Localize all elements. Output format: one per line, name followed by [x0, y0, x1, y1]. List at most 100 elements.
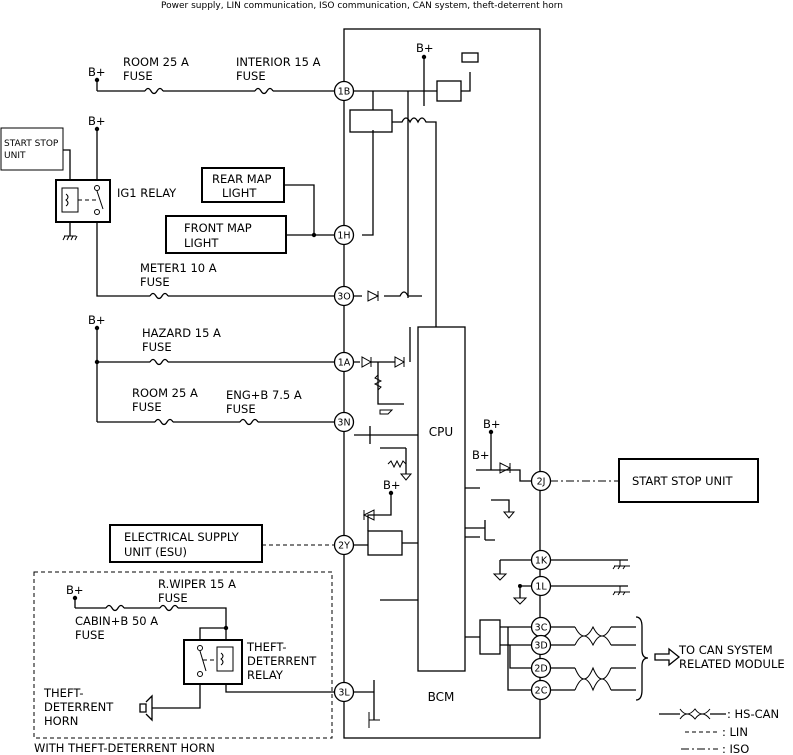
- esu-label1: ELECTRICAL SUPPLY: [124, 530, 240, 544]
- start-stop-left-label1: START STOP: [4, 139, 59, 149]
- svg-text:B+: B+: [88, 114, 106, 128]
- fuse-cabin-label: CABIN+B 50 A: [75, 614, 158, 628]
- esu-box: [109, 524, 263, 563]
- pin-2C-circle: [530, 679, 552, 701]
- pin-2Y-label: 2Y: [338, 541, 350, 552]
- theft-relay-coil: [216, 646, 234, 672]
- horn-icon: [139, 694, 153, 722]
- pin-2Y-circle: [333, 534, 355, 556]
- wire-3o: [96, 222, 334, 297]
- pin-2C-label: 2C: [535, 686, 548, 697]
- buzzer-icon: [461, 52, 479, 63]
- pin-1K-label: 1K: [535, 556, 548, 567]
- wire-ssu-ig1: [63, 149, 71, 180]
- theft-region: [33, 571, 333, 739]
- fuse-room25a-top: [144, 87, 164, 95]
- svg-text:B+: B+: [88, 313, 106, 327]
- legend-lin: : LIN: [722, 725, 748, 739]
- horn-label2: DETERRENT: [44, 700, 114, 714]
- ig1-relay-label: IG1 RELAY: [117, 186, 177, 200]
- horn-label1: THEFT-: [43, 686, 83, 700]
- front-map-label2: LIGHT: [184, 236, 219, 250]
- fuse-hazard: [149, 358, 169, 366]
- fuse-cabin-label2: FUSE: [75, 628, 105, 642]
- pin-1K-circle: [530, 549, 552, 571]
- legend: : HS-CAN : LIN : ISO: [659, 707, 779, 755]
- diagram-title: Power supply, LIN communication, ISO com…: [161, 1, 563, 11]
- pin-3O-circle: [333, 285, 355, 307]
- pin-2D-label: 2D: [534, 664, 547, 675]
- fuse-room25a-mid: [154, 418, 174, 426]
- pin-3D-circle: [530, 634, 552, 656]
- can-brace: [635, 616, 649, 701]
- rear-map-label1: REAR MAP: [212, 172, 272, 186]
- bplus-label: B+: [88, 65, 106, 79]
- wire-1h: [284, 184, 334, 236]
- start-stop-unit-right: [618, 458, 759, 503]
- pin-3N-circle: [333, 411, 355, 433]
- fuse-room25a-top-label2: FUSE: [123, 69, 153, 83]
- fuse-room25a-top-label: ROOM 25 A: [123, 55, 189, 69]
- can-target-label1: TO CAN SYSTEM: [678, 643, 773, 657]
- cpu-box: [417, 326, 466, 672]
- fuse-hazard-label: HAZARD 15 A: [142, 326, 221, 340]
- fuse-meter1: [149, 292, 169, 300]
- front-map-label1: FRONT MAP: [184, 221, 252, 235]
- diode-icon: [367, 290, 380, 302]
- pin-1B-label: 1B: [338, 87, 351, 98]
- wire-ground-pins: [499, 559, 628, 598]
- theft-relay-label3: RELAY: [247, 668, 284, 682]
- fuse-rwiper-label2: FUSE: [158, 591, 188, 605]
- svg-text:B+: B+: [383, 478, 401, 492]
- fuse-hazard-label2: FUSE: [142, 340, 172, 354]
- wire-can: [465, 626, 531, 691]
- start-stop-unit-left: [0, 127, 64, 171]
- pin-3N-label: 3N: [337, 418, 350, 429]
- svg-text:B+: B+: [416, 41, 434, 55]
- rear-map-label2: LIGHT: [222, 186, 257, 200]
- bcm-box: [343, 28, 541, 739]
- fuse-engb: [239, 418, 259, 426]
- pin-1A-circle: [333, 351, 355, 373]
- wire-3l: [225, 684, 334, 693]
- fuse-room25a-mid-label2: FUSE: [132, 400, 162, 414]
- twisted-pair-icon: [574, 625, 612, 647]
- pin-3C-label: 3C: [535, 623, 548, 634]
- start-stop-left-label2: UNIT: [4, 151, 26, 161]
- legend-iso: : ISO: [722, 742, 749, 755]
- bplus-ig1: B+: [88, 114, 106, 180]
- fuse-interior15a-label: INTERIOR 15 A: [236, 55, 321, 69]
- cpu-label: CPU: [429, 425, 453, 439]
- pin-3O-label: 3O: [337, 292, 351, 303]
- fuse-room25a-mid-label: ROOM 25 A: [132, 386, 198, 400]
- fuse-interior15a-label2: FUSE: [236, 69, 266, 83]
- fuse-engb-label: ENG+B 7.5 A: [226, 388, 302, 402]
- bcm-label: BCM: [428, 690, 455, 704]
- bplus-hazard: B+: [88, 313, 106, 422]
- fuse-rwiper-label: R.WIPER 15 A: [158, 577, 236, 591]
- pin-1L-circle: [530, 575, 552, 597]
- pin-1A-label: 1A: [338, 358, 351, 369]
- pin-1L-label: 1L: [535, 582, 547, 593]
- pin-3D-label: 3D: [534, 641, 547, 652]
- twisted-pair-icon-2: [574, 666, 612, 692]
- theft-relay-label1: THEFT-: [246, 640, 286, 654]
- esu-label2: UNIT (ESU): [124, 545, 187, 559]
- pin-3L-circle: [333, 681, 355, 703]
- fuse-rwiper: [159, 604, 179, 612]
- ig1-relay: [55, 179, 111, 223]
- rear-map-light: [201, 167, 285, 203]
- pin-2J-circle: [530, 470, 552, 492]
- with-horn-label: WITH THEFT-DETERRENT HORN: [34, 741, 215, 755]
- pin-1H-label: 1H: [337, 231, 350, 242]
- bplus-1b: B+: [88, 65, 106, 91]
- ground-icon: [62, 235, 78, 241]
- can-target-label2: RELATED MODULE: [679, 657, 785, 671]
- fuse-meter1-label: METER1 10 A: [140, 261, 217, 275]
- fuse-interior15a: [254, 87, 274, 95]
- pin-2D-circle: [530, 657, 552, 679]
- pin-2J-label: 2J: [537, 477, 546, 488]
- theft-relay-label2: DETERRENT: [247, 654, 317, 668]
